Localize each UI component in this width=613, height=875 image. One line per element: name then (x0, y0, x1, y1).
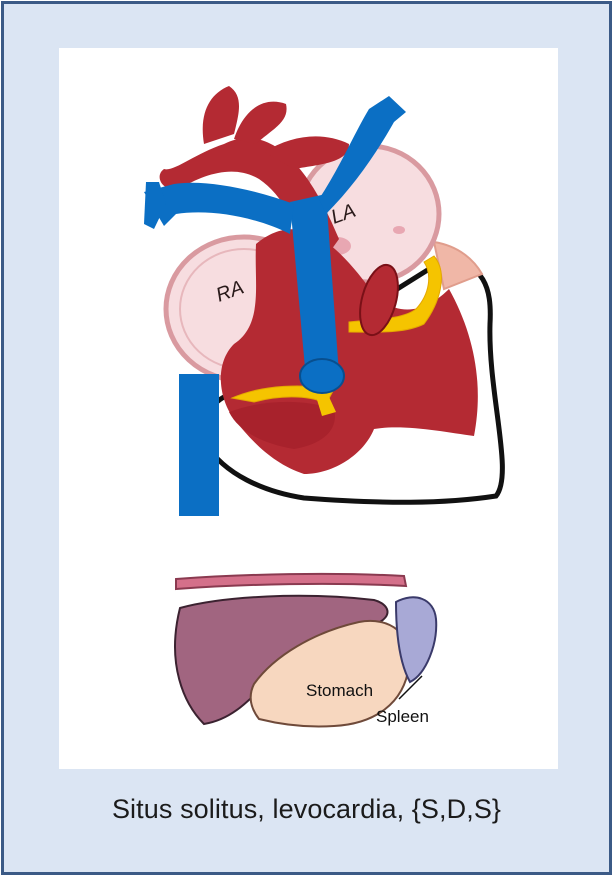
heart-abdomen-illustration: RA LA Stomach Spleen (4, 4, 609, 872)
ivc-descending (179, 374, 219, 516)
diaphragm-band (176, 574, 406, 589)
arch-branch-1 (203, 86, 239, 144)
figure-caption: Situs solitus, levocardia, {S,D,S} (4, 794, 609, 825)
la-vessel-2 (393, 226, 405, 234)
label-spleen: Spleen (376, 707, 429, 726)
svc-opening (300, 359, 344, 393)
left-brachiocephalic (144, 183, 294, 234)
arch-branch-2 (234, 102, 287, 144)
label-stomach: Stomach (306, 681, 373, 700)
